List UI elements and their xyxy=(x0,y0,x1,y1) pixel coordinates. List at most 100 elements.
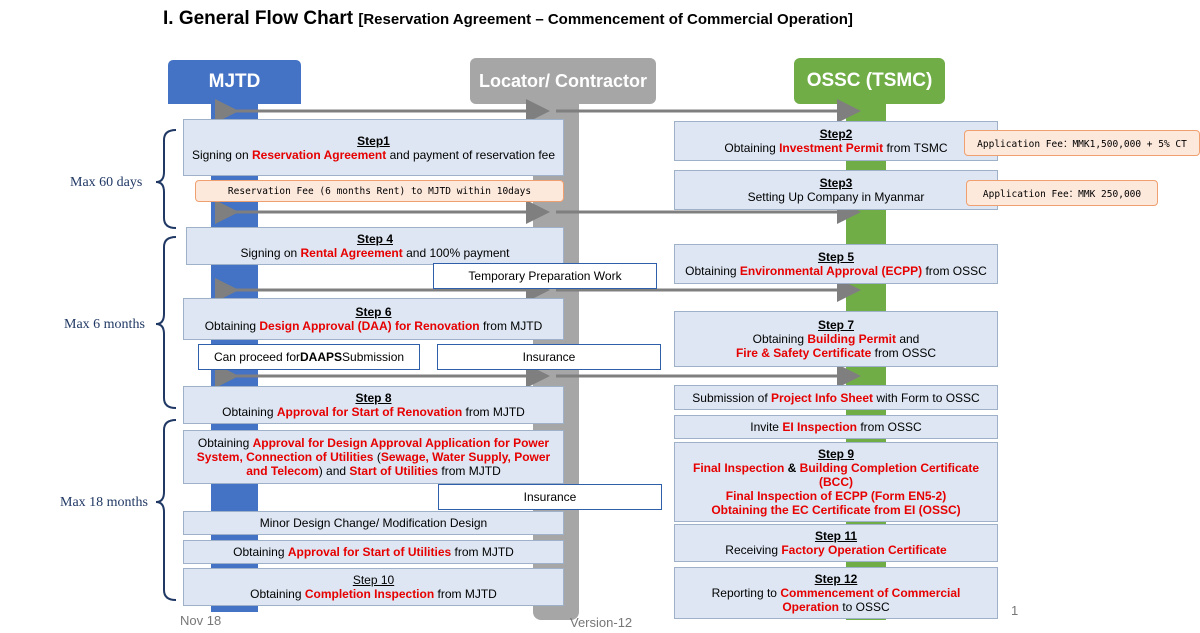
text: Submission of xyxy=(692,390,771,405)
text: Obtaining xyxy=(197,436,253,450)
highlight-text: Building Completion Certificate (BCC) xyxy=(799,461,980,489)
bracket-60-days xyxy=(155,129,177,229)
text: from OSSC xyxy=(922,264,987,278)
highlight-text: Investment Permit xyxy=(779,141,884,155)
highlight-text: Project Info Sheet xyxy=(770,390,874,405)
investment-permit-fee: Application Fee：MMK1,500,000 + 5% CT xyxy=(964,130,1200,156)
text: from OSSC xyxy=(857,420,922,434)
page-number: 1 xyxy=(1011,603,1019,618)
utilities-approval-box: Obtaining Approval for Design Approval A… xyxy=(183,430,564,484)
text: Invite xyxy=(750,420,783,434)
highlight-text: Commencement of Commercial Operation xyxy=(780,586,961,614)
insurance-note-2: Insurance xyxy=(438,484,662,510)
highlight-text: Sewage, Water Supply, Power and Telecom xyxy=(246,450,551,478)
text: and xyxy=(896,332,920,346)
text: DAAPS xyxy=(300,350,343,364)
step7-box: Step 7 Obtaining Building Permit and Fir… xyxy=(674,311,998,367)
step5-box: Step 5 Obtaining Environmental Approval … xyxy=(674,244,998,284)
text: from TSMC xyxy=(883,141,948,155)
daaps-note: Can proceed for DAAPS Submission xyxy=(198,344,420,370)
step1-box: Step1 Signing on Reservation Agreement a… xyxy=(183,119,564,176)
text: Obtaining xyxy=(222,405,277,419)
footer-date: Nov 18 xyxy=(180,613,222,628)
step-label: Step3 xyxy=(819,176,853,190)
step-label: Step 9 xyxy=(817,447,854,461)
highlight-text: Fire & Safety Certificate xyxy=(735,346,872,360)
title-main: I. General Flow Chart xyxy=(163,8,359,29)
step-label: Step 8 xyxy=(355,391,392,405)
company-setup-fee: Application Fee：MMK 250,000 xyxy=(966,180,1158,206)
reservation-fee-note: Reservation Fee (6 months Rent) to MJTD … xyxy=(195,180,564,202)
text: Submission xyxy=(342,350,405,364)
text: from MJTD xyxy=(462,405,525,419)
bracket-6-months xyxy=(155,236,177,409)
step6-box: Step 6 Obtaining Design Approval (DAA) f… xyxy=(183,298,564,340)
step-label: Step 5 xyxy=(817,250,854,264)
text: Obtaining xyxy=(250,587,305,601)
highlight-text: Completion Inspection xyxy=(304,587,435,601)
text: from MJTD xyxy=(434,587,497,601)
text: & xyxy=(784,461,800,475)
highlight-text: Approval for Start of Utilities xyxy=(287,545,452,559)
step9-box: Step 9 Final Inspection & Building Compl… xyxy=(674,442,998,522)
label-max-60-days: Max 60 days xyxy=(70,175,143,190)
minor-design-change-box: Minor Design Change/ Modification Design xyxy=(183,511,564,535)
ossc-header: OSSC (TSMC) xyxy=(794,58,945,104)
text: with Form to OSSC xyxy=(873,390,980,405)
text: from MJTD xyxy=(451,545,514,559)
text: Setting Up Company in Myanmar xyxy=(747,190,925,204)
highlight-text: Factory Operation Certificate xyxy=(781,543,947,557)
highlight-text: Final Inspection of ECPP (Form EN5-2) xyxy=(725,489,947,503)
footer-version: Version-12 xyxy=(570,615,633,630)
locator-header: Locator/ Contractor xyxy=(470,58,656,104)
highlight-text: Obtaining the EC Certificate from EI (OS… xyxy=(711,503,961,517)
label-max-6-months: Max 6 months xyxy=(64,317,145,332)
text: Obtaining xyxy=(752,332,808,346)
highlight-text: Building Permit xyxy=(807,332,896,346)
step11-box: Step 11 Receiving Factory Operation Cert… xyxy=(674,524,998,562)
text: Receiving xyxy=(725,543,782,557)
step12-box: Step 12 Reporting to Commencement of Com… xyxy=(674,567,998,619)
text: Can proceed for xyxy=(213,350,300,364)
step4-box: Step 4 Signing on Rental Agreement and 1… xyxy=(186,227,564,265)
approval-utilities-box: Obtaining Approval for Start of Utilitie… xyxy=(183,540,564,564)
text: ) and xyxy=(318,464,350,478)
mjtd-header: MJTD xyxy=(168,60,301,104)
text: from OSSC xyxy=(871,346,937,360)
step-label: Step1 xyxy=(357,133,390,148)
text: Obtaining xyxy=(233,545,288,559)
text: and 100% payment xyxy=(402,246,510,260)
step-label: Step 10 xyxy=(352,573,395,587)
project-info-box: Submission of Project Info Sheet with Fo… xyxy=(674,385,998,410)
step-label: Step 12 xyxy=(814,572,858,586)
text: Obtaining xyxy=(204,319,260,333)
highlight-text: Final Inspection xyxy=(692,461,785,475)
text: from MJTD xyxy=(438,464,501,478)
step-label: Step 4 xyxy=(356,232,393,246)
step8-box: Step 8 Obtaining Approval for Start of R… xyxy=(183,386,564,424)
step3-box: Step3 Setting Up Company in Myanmar xyxy=(674,170,998,210)
text: Obtaining xyxy=(685,264,740,278)
text: Reporting to xyxy=(711,586,781,600)
highlight-text: Approval for Start of Renovation xyxy=(276,405,463,419)
step-label: Step 11 xyxy=(814,529,858,543)
temporary-preparation-note: Temporary Preparation Work xyxy=(433,263,657,289)
bracket-18-months xyxy=(155,419,177,601)
text: to OSSC xyxy=(838,600,890,614)
step-label: Step2 xyxy=(819,127,853,141)
step-label: Step 6 xyxy=(355,305,392,319)
text: from MJTD xyxy=(479,319,543,333)
highlight-text: Environmental Approval (ECPP) xyxy=(739,264,923,278)
text: and payment of reservation fee xyxy=(386,147,556,162)
step10-box: Step 10 Obtaining Completion Inspection … xyxy=(183,568,564,606)
highlight-text: EI Inspection xyxy=(782,420,857,434)
text: ( xyxy=(373,450,381,464)
page-title: I. General Flow Chart [Reservation Agree… xyxy=(163,8,853,30)
highlight-text: Start of Utilities xyxy=(349,464,439,478)
highlight-text: Approval for Design Approval Application… xyxy=(196,436,550,464)
step-label: Step 7 xyxy=(817,318,854,332)
label-max-18-months: Max 18 months xyxy=(60,495,148,510)
text: Signing on xyxy=(191,147,252,162)
insurance-note-1: Insurance xyxy=(437,344,661,370)
